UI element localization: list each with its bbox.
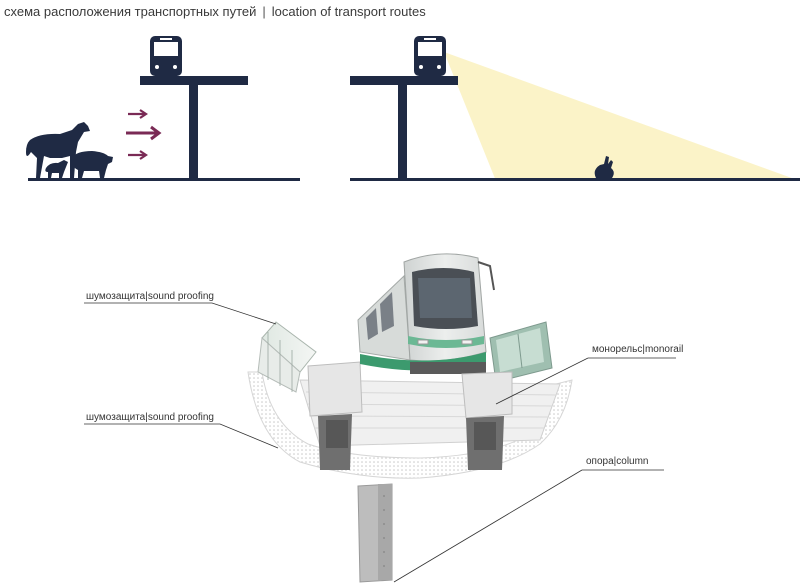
deck-left — [140, 76, 248, 85]
title-separator: | — [262, 4, 266, 19]
beam-right — [461, 371, 513, 470]
column-right — [398, 85, 407, 179]
noise-barrier-right — [489, 321, 553, 383]
label-monorail: монорельс|monorail — [592, 344, 684, 355]
train-icon-left — [150, 36, 182, 76]
schematic-right — [350, 36, 800, 181]
leader-lines — [84, 302, 676, 583]
section-illustration — [84, 253, 676, 583]
title-ru: схема расположения транспортных путей — [4, 4, 257, 19]
schematic-left — [26, 36, 300, 181]
arrows-icon — [126, 109, 162, 160]
ground-line-left — [28, 178, 300, 181]
monorail-train — [357, 253, 495, 374]
ground-line-right — [350, 178, 800, 181]
column-left — [189, 85, 198, 179]
deck-right — [350, 76, 458, 85]
animals-icon — [26, 122, 113, 178]
beam-left — [307, 361, 363, 470]
label-sound-proofing-top: шумозащита|sound proofing — [86, 291, 214, 302]
support-column — [357, 483, 393, 583]
title-en: location of transport routes — [271, 4, 426, 19]
rabbit-icon — [594, 156, 614, 178]
noise-barrier-left — [257, 321, 317, 393]
label-sound-proofing-bottom: шумозащита|sound proofing — [86, 412, 214, 423]
label-column: опора|column — [586, 456, 649, 467]
train-icon-right — [414, 36, 446, 76]
page-title: схема расположения транспортных путей | lo… — [4, 4, 426, 19]
light-cone — [444, 52, 800, 181]
